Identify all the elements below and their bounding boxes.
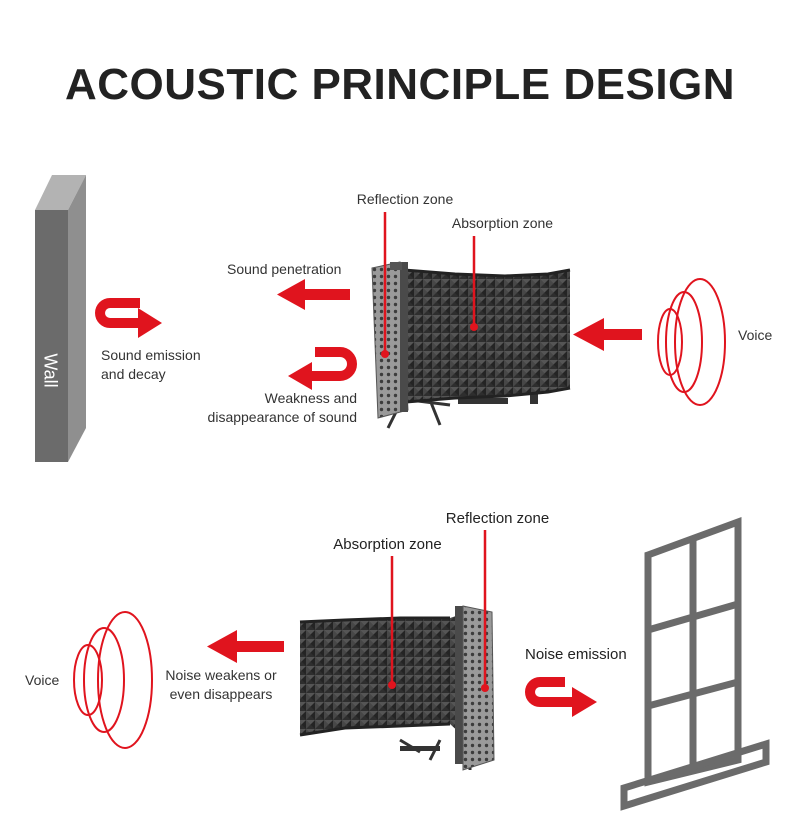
page-title: ACOUSTIC PRINCIPLE DESIGN (64, 60, 736, 109)
reflection-zone-label: Reflection zone (356, 191, 454, 207)
sound-emission-label-line1: Sound emission (101, 347, 201, 363)
sound-wave-icon (73, 611, 153, 749)
window-icon (620, 516, 770, 811)
u-turn-arrow-icon (525, 677, 597, 717)
foam-panel-icon (299, 605, 495, 771)
weakness-label-line1: Weakness and (264, 390, 357, 406)
arrow-left-icon (573, 318, 642, 351)
noise-weakens-label-line2: even disappears (169, 686, 273, 702)
absorption-zone-label: Absorption zone (451, 215, 554, 231)
u-turn-arrow-icon (95, 298, 162, 338)
absorption-zone-pointer (388, 556, 396, 689)
reflection-zone-pointer (381, 212, 389, 358)
wall-label: Wall (40, 352, 61, 388)
voice-label-top: Voice (738, 327, 773, 343)
sound-penetration-label: Sound penetration (227, 261, 342, 277)
foam-panel-icon (371, 261, 571, 429)
reflection-zone-pointer (481, 530, 489, 692)
absorption-zone-pointer (470, 236, 478, 331)
u-turn-arrow-icon (288, 347, 357, 390)
noise-weakens-label-line1: Noise weakens or (165, 667, 277, 683)
sound-wave-icon (657, 278, 726, 406)
arrow-left-icon (277, 279, 350, 310)
absorption-zone-label-bottom: Absorption zone (333, 536, 442, 553)
weakness-label-line2: disappearance of sound (207, 409, 357, 425)
wall-icon (35, 175, 86, 462)
voice-label-bottom: Voice (25, 672, 60, 688)
arrow-left-icon (207, 630, 284, 663)
noise-emission-label: Noise emission (525, 646, 627, 663)
sound-emission-label-line2: and decay (101, 366, 166, 382)
reflection-zone-label-bottom: Reflection zone (445, 510, 550, 527)
